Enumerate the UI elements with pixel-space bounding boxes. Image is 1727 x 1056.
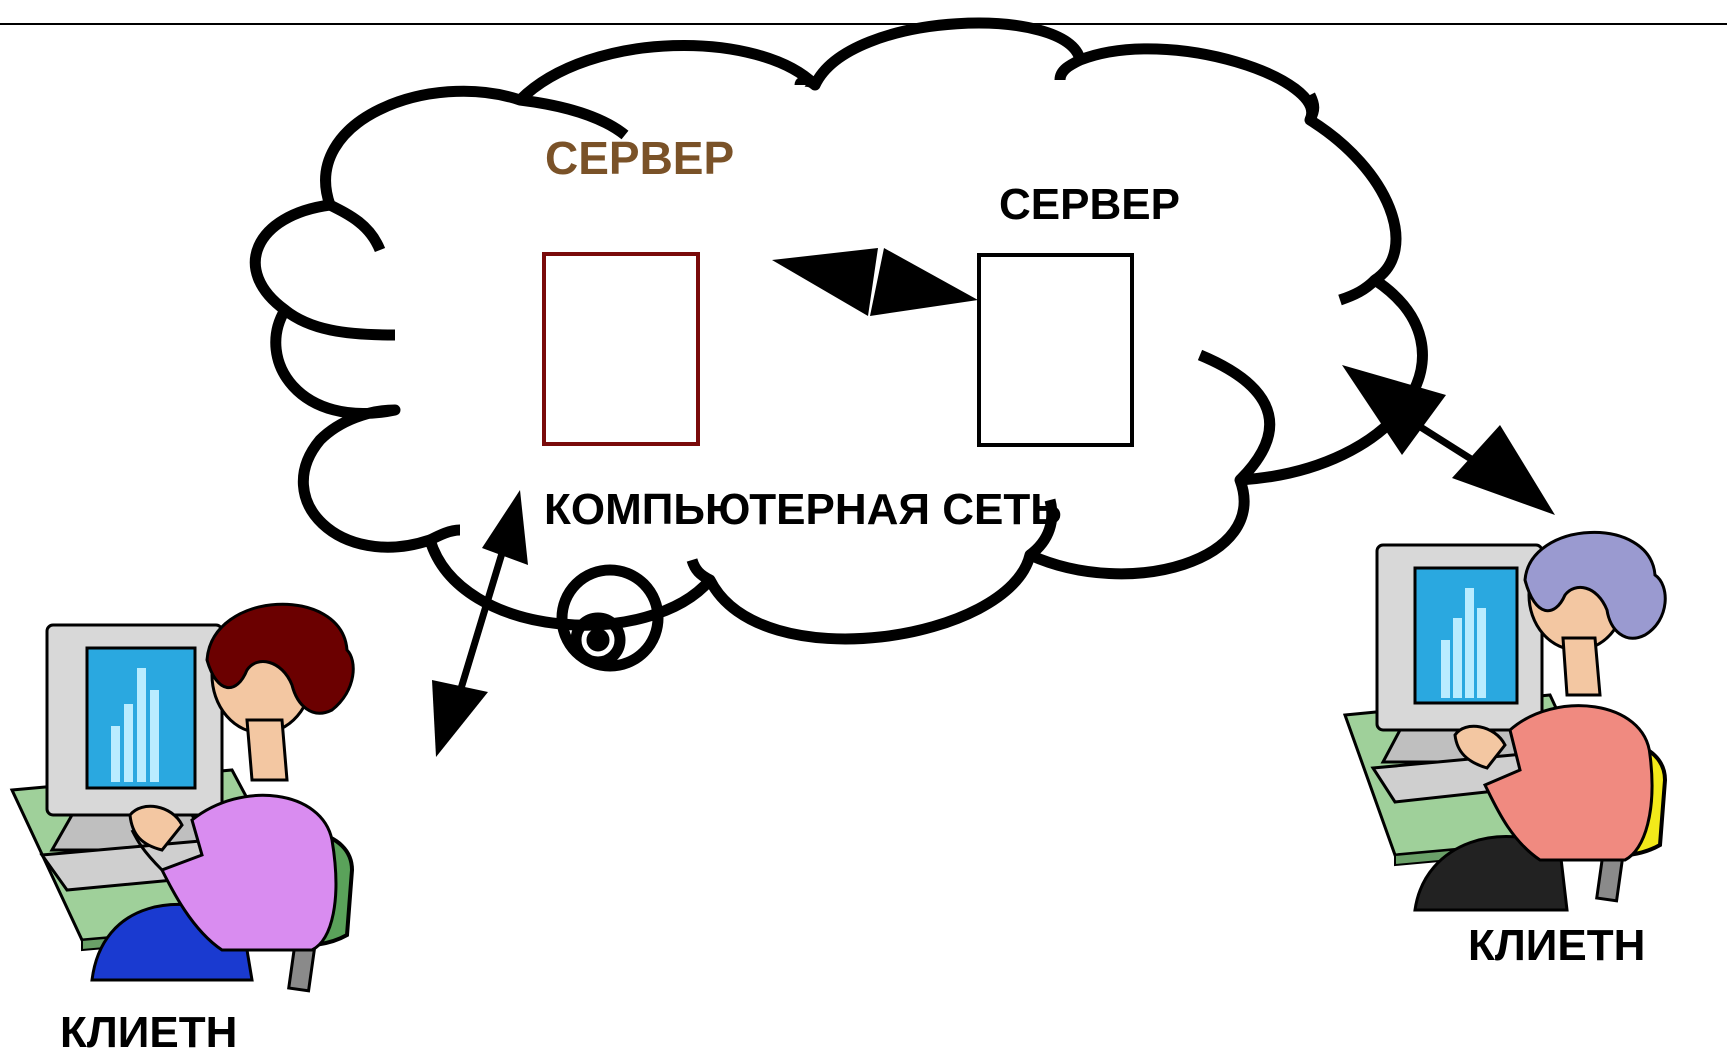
arrow-server-to-server — [772, 248, 978, 316]
network-cloud — [249, 17, 1428, 645]
client-figure-right — [1342, 531, 1668, 912]
server-label-left: СЕРВЕР — [545, 132, 734, 184]
server-box-left — [542, 252, 700, 446]
client-label-left: КЛИЕТН — [60, 1008, 237, 1056]
server-box-right — [977, 253, 1134, 447]
cloud-seams — [281, 55, 1379, 585]
client-figure-left — [9, 602, 355, 993]
client-label-right: КЛИЕТН — [1468, 921, 1645, 970]
cloud-loop — [556, 564, 664, 672]
network-label: КОМПЬЮТЕРНАЯ СЕТЬ — [544, 485, 1062, 534]
server-label-right: СЕРВЕР — [999, 180, 1180, 229]
arrow-server-to-client-right — [1342, 365, 1555, 515]
arrow-network-to-client-left — [432, 490, 528, 757]
